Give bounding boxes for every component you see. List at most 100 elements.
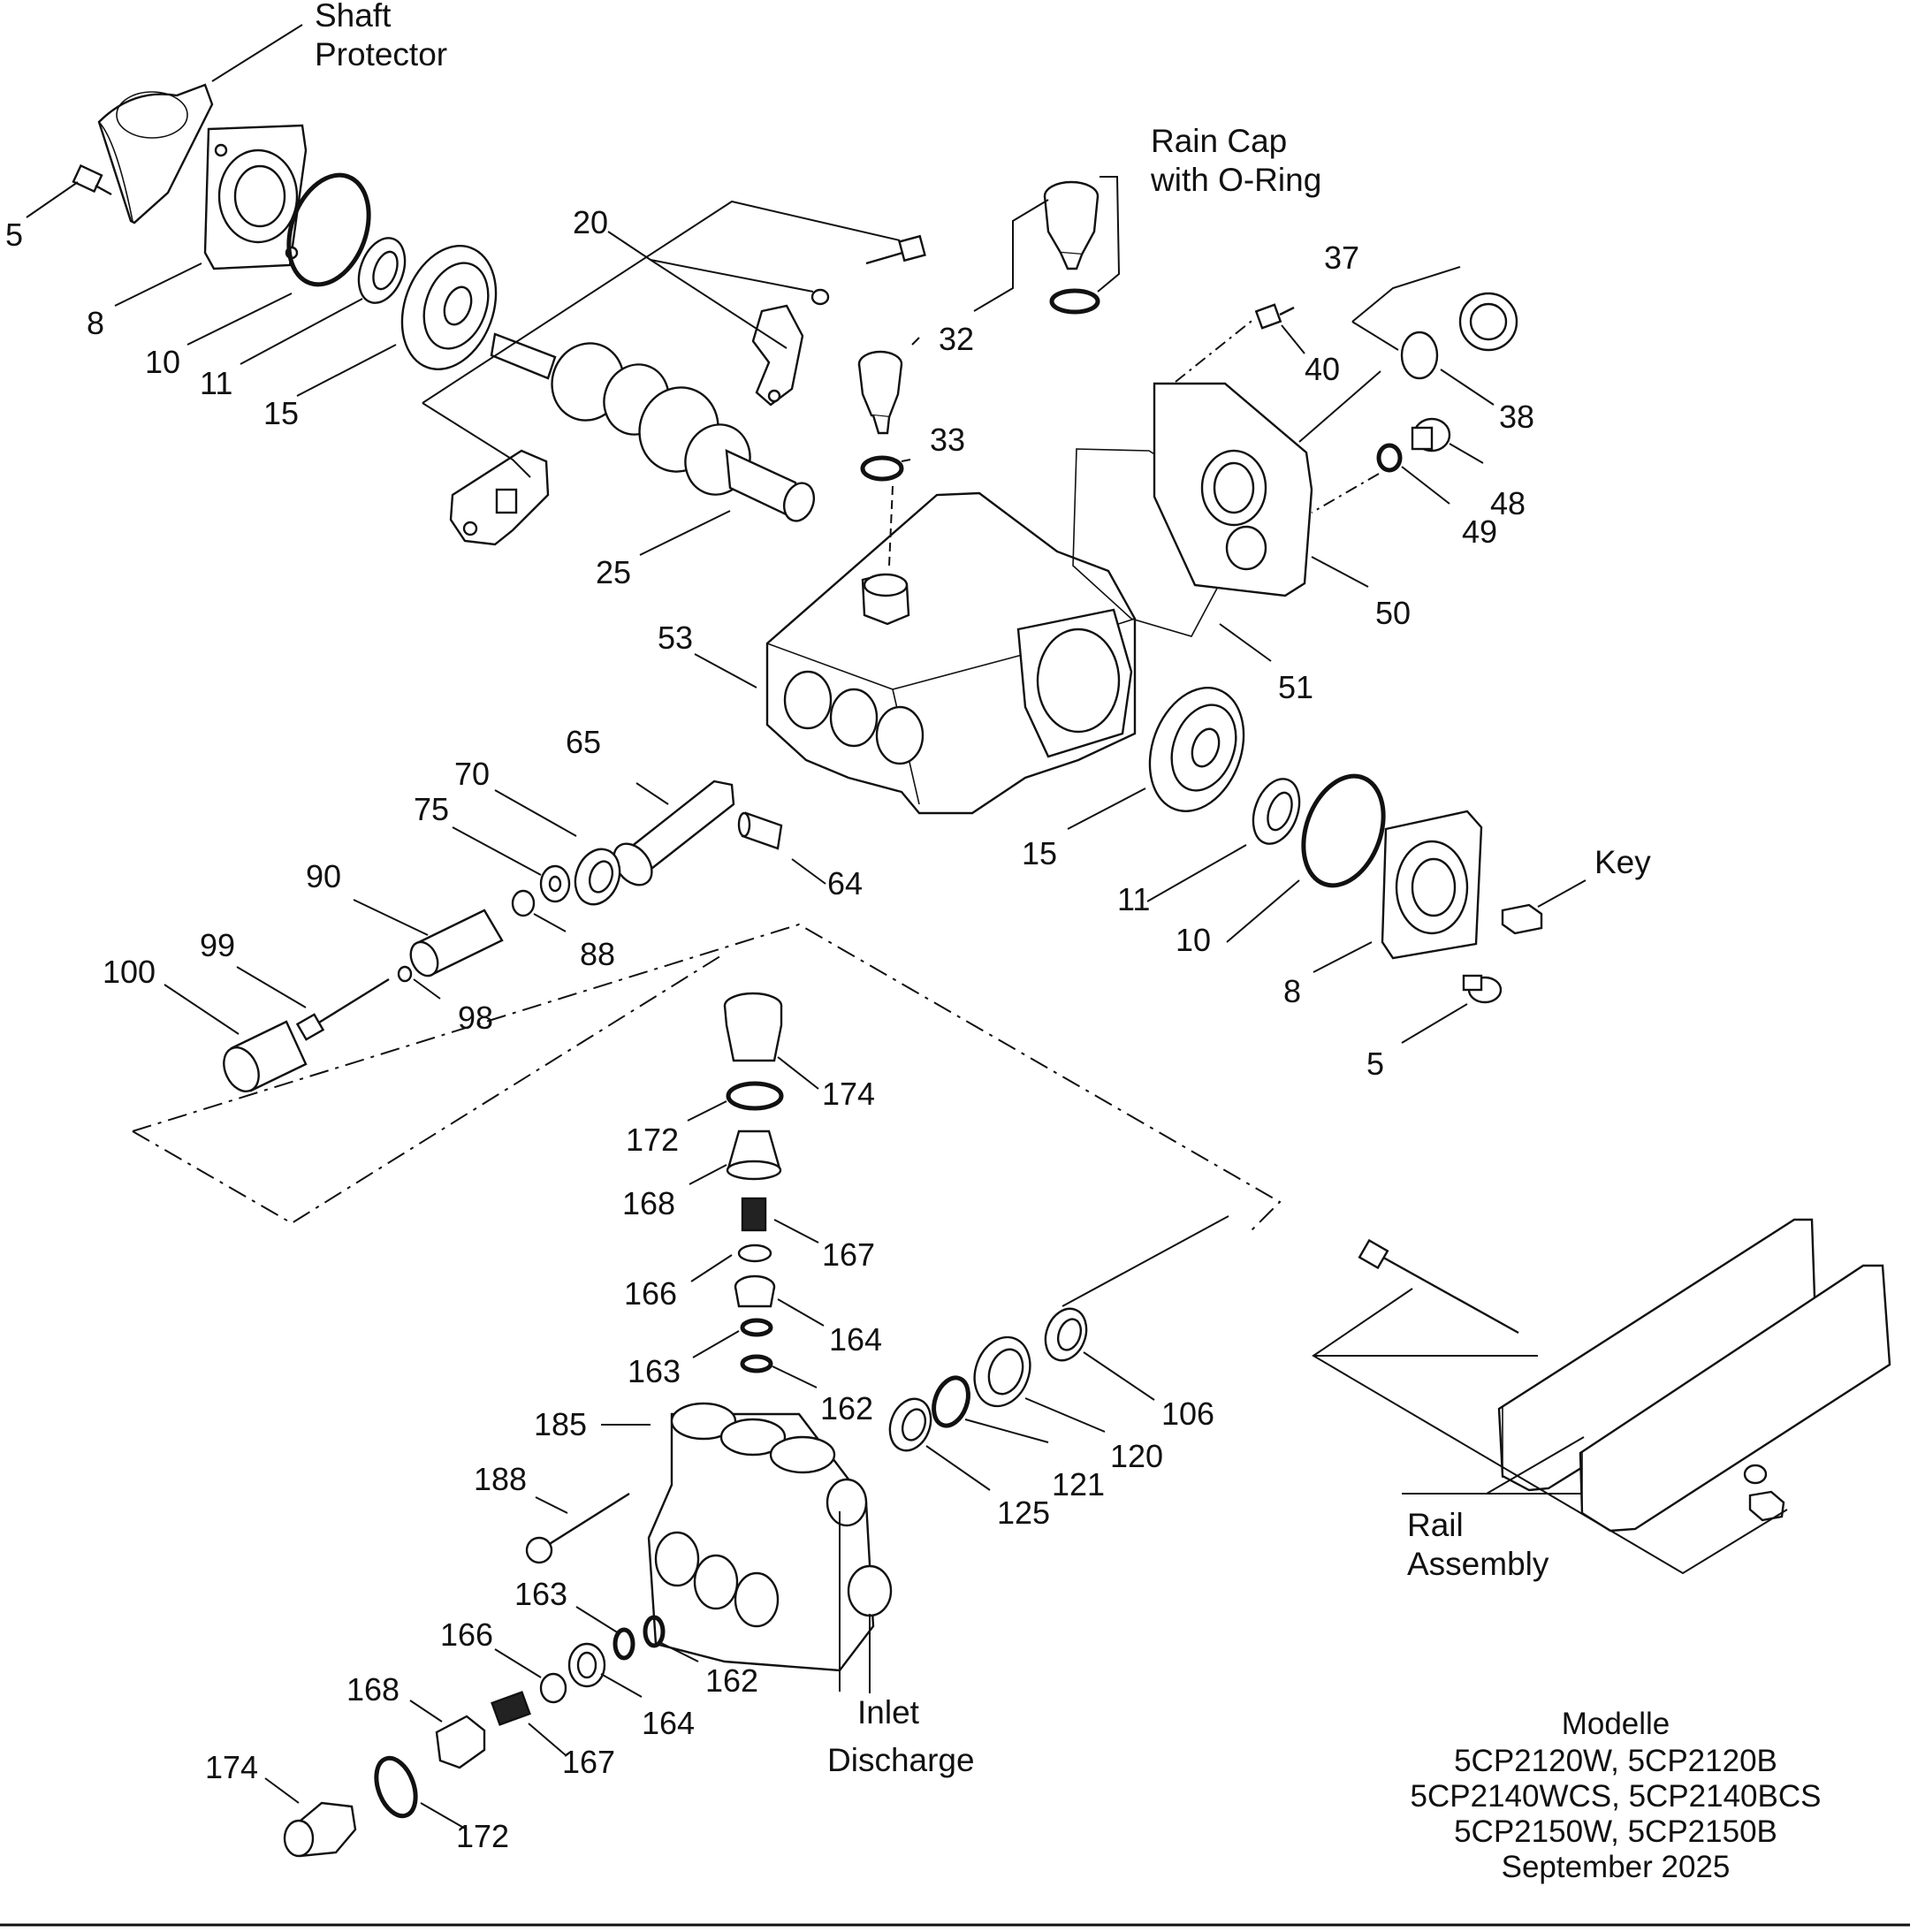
label-p174-top: 174 (822, 1076, 875, 1112)
seal-106-part (1044, 1307, 1088, 1362)
bearing-15-right-part (1148, 687, 1245, 812)
oring-172-top-part (726, 1081, 784, 1111)
rod-bolt-part (865, 234, 926, 265)
rear-cover-50-part (1153, 382, 1313, 597)
assembly-dash-outline (132, 923, 1282, 1231)
bearing-cover-8-top-part (203, 124, 308, 270)
oil-cap-32-part (857, 350, 903, 435)
label-rain-cap-1: Rain Cap (1151, 123, 1287, 159)
manifold-185-part (647, 1402, 893, 1672)
label-p106: 106 (1161, 1396, 1214, 1432)
label-p5-right: 5 (1366, 1046, 1384, 1082)
label-p33: 33 (930, 422, 965, 458)
seal-11-top-part (357, 237, 407, 304)
label-p8-right: 8 (1283, 973, 1301, 1009)
bearing-15-top-part (400, 245, 498, 370)
label-rail-assembly-1: Rail (1407, 1507, 1464, 1543)
label-p168-top: 168 (622, 1185, 675, 1221)
rod-washer-part (810, 288, 830, 306)
label-p88: 88 (580, 936, 615, 972)
label-p120: 120 (1110, 1438, 1163, 1474)
crankcase-53-part (765, 491, 1137, 815)
label-p163-top: 163 (628, 1353, 681, 1389)
seat-164-top-part (734, 1274, 776, 1308)
label-p172-bottom: 172 (456, 1818, 509, 1854)
bearing-cover-8-right-part (1381, 810, 1483, 960)
label-p125: 125 (997, 1495, 1050, 1531)
label-p172-top: 172 (626, 1122, 679, 1158)
oring-121-part (932, 1375, 970, 1428)
plunger-100-part (223, 1020, 308, 1092)
label-p162-top: 162 (820, 1390, 873, 1426)
oring-162-bottom-part (643, 1615, 666, 1648)
seal-125-part (888, 1397, 932, 1452)
label-inlet: Inlet (857, 1694, 920, 1730)
label-p164-bottom: 164 (642, 1705, 695, 1741)
label-p32: 32 (939, 321, 974, 357)
label-discharge: Discharge (827, 1742, 975, 1778)
label-p40: 40 (1305, 351, 1340, 387)
spring-167-bottom-part (491, 1691, 531, 1726)
label-p75: 75 (414, 791, 449, 827)
label-p10-right: 10 (1176, 922, 1211, 958)
washer-166-bottom-part (539, 1672, 567, 1704)
valve-168-bottom-part (435, 1715, 486, 1769)
label-p121: 121 (1052, 1466, 1105, 1502)
label-rain-cap-2: with O-Ring (1150, 162, 1321, 198)
model-note-line3: 5CP2150W, 5CP2150B (1454, 1814, 1777, 1849)
label-p38: 38 (1499, 399, 1534, 435)
crankshaft-25-part (490, 332, 816, 522)
model-note-date: September 2025 (1502, 1850, 1731, 1884)
plunger-rod-65-part (613, 780, 735, 886)
oring-172-bottom-part (374, 1755, 418, 1819)
label-p49: 49 (1462, 513, 1497, 550)
rail-assembly-part (1358, 1218, 1891, 1533)
label-p167-top: 167 (822, 1236, 875, 1273)
oring-163-top-part (740, 1318, 773, 1337)
label-p11-top: 11 (200, 365, 232, 401)
shaft-protector-part (97, 83, 214, 224)
label-p25: 25 (596, 554, 631, 590)
label-p8-top: 8 (87, 305, 104, 341)
spring-167-top-part (741, 1197, 767, 1232)
label-rail-assembly-2: Assembly (1407, 1546, 1549, 1582)
label-shaft-protector-1: Shaft (315, 0, 392, 34)
retainer-120-part (973, 1335, 1031, 1408)
label-p37: 37 (1324, 240, 1359, 276)
label-p164-top: 164 (829, 1321, 882, 1358)
label-p50: 50 (1375, 595, 1411, 631)
oring-10-top-part (286, 172, 371, 287)
bolt-5-right-part (1462, 974, 1503, 1004)
label-p168-bottom: 168 (346, 1671, 400, 1708)
label-p15-right: 15 (1022, 835, 1057, 871)
plug-174-bottom-part (283, 1801, 357, 1858)
label-p11-right: 11 (1117, 881, 1150, 917)
model-note-line2: 5CP2140WCS, 5CP2140BCS (1411, 1779, 1822, 1814)
seal-11-right-part (1252, 778, 1301, 845)
bolt-5-top-part (72, 164, 112, 196)
model-note-title: Modelle (1562, 1707, 1670, 1741)
sleeve-90-part (409, 909, 504, 977)
oring-162-top-part (740, 1354, 773, 1373)
valve-168-top-part (726, 1130, 782, 1181)
label-p163-bottom: 163 (514, 1576, 567, 1612)
label-p167-bottom: 167 (562, 1744, 615, 1780)
part-labels: Shaft Protector Rain Cap with O-Ring Key… (5, 0, 1651, 1854)
label-p90: 90 (306, 858, 341, 894)
label-p64: 64 (827, 865, 863, 901)
label-p15-top: 15 (263, 395, 299, 431)
sight-glass-37-part (1458, 292, 1518, 352)
label-shaft-protector-2: Protector (315, 36, 447, 72)
drain-plug-48-part (1411, 417, 1451, 453)
oring-10-right-part (1301, 773, 1386, 888)
bolt-40-part (1254, 303, 1295, 330)
label-p48: 48 (1490, 485, 1526, 521)
model-note: Modelle 5CP2120W, 5CP2120B 5CP2140WCS, 5… (1411, 1707, 1822, 1884)
rain-cap-part (1043, 180, 1100, 270)
leader-lines (26, 24, 1788, 1830)
label-p53: 53 (658, 620, 693, 656)
oring-49-part (1376, 443, 1403, 473)
washer-98-part (397, 965, 413, 983)
bolt-188-part (525, 1492, 630, 1564)
ring-88-part (511, 889, 536, 917)
